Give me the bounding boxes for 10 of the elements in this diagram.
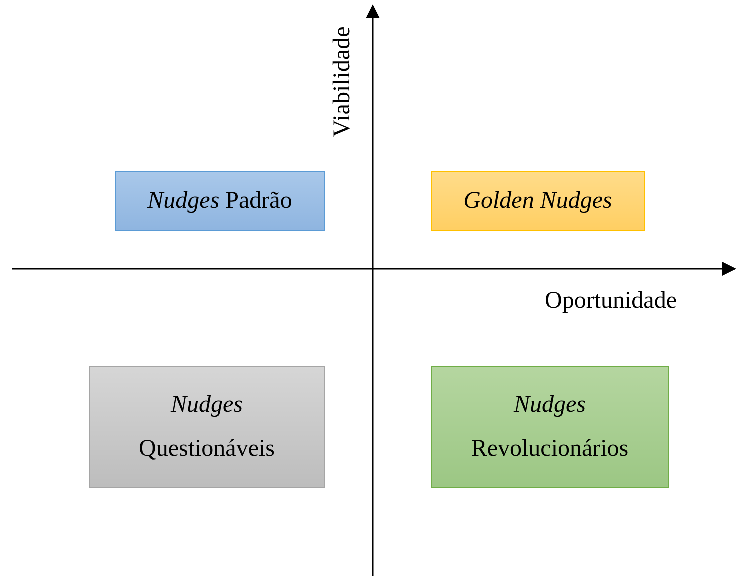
quadrant-label: Nudges Revolucionários xyxy=(471,391,629,464)
quadrant-label: Nudges Padrão xyxy=(148,187,292,216)
quadrant-box xyxy=(89,366,325,488)
axis-title: Viabilidade xyxy=(330,26,356,138)
quadrant-label: Nudges Questionáveis xyxy=(139,391,275,464)
quadrant-box xyxy=(115,171,325,231)
quadrant-box xyxy=(431,366,669,488)
quadrant-label: Golden Nudges xyxy=(464,187,612,216)
quadrant-box xyxy=(431,171,645,231)
axis-title: Oportunidade xyxy=(545,288,677,315)
